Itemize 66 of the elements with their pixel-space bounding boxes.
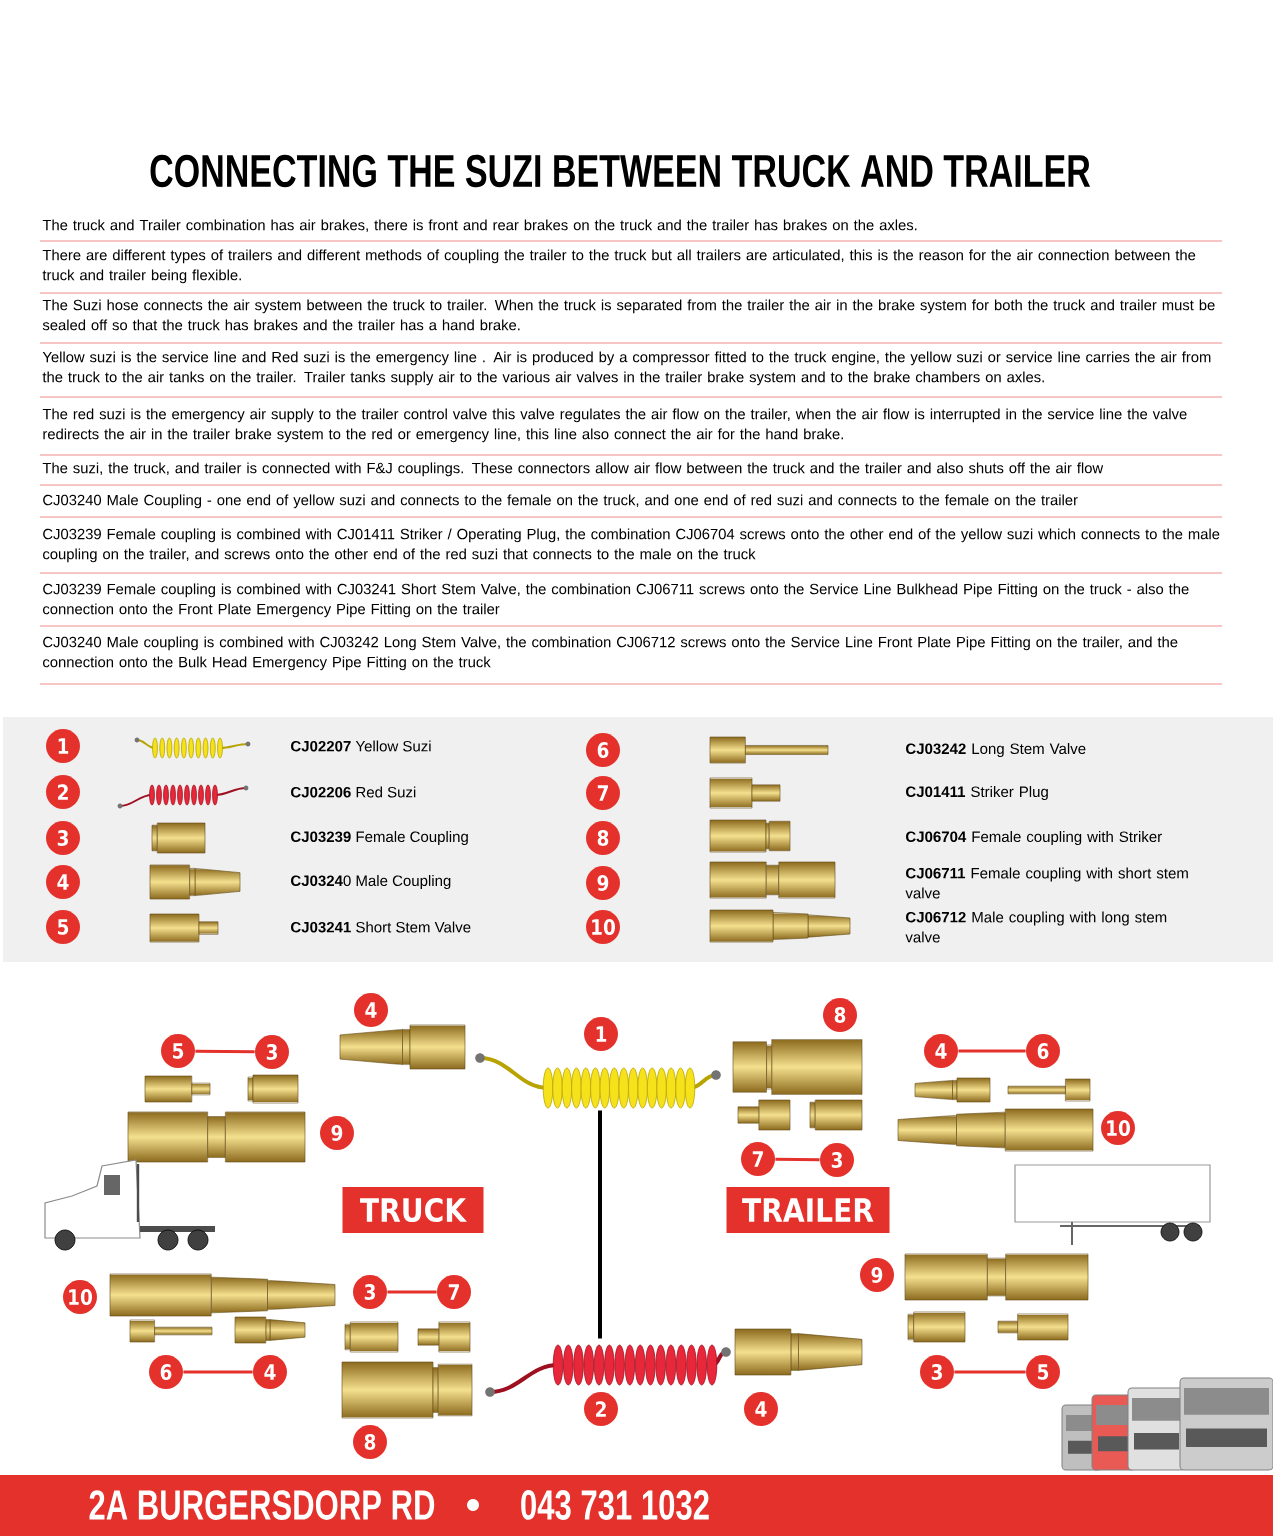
callout-number: 8 bbox=[353, 1425, 387, 1459]
connector-line bbox=[958, 1049, 1026, 1053]
paragraph: The red suzi is the emergency air supply to the trailer control valve this valve regulates the air flow on the trailer, when the air flow is interrupted in the service line the valve redirects the air in the trailer brake system to the red or emergency line, this line also connect the air for the hand brake. bbox=[42, 408, 1187, 443]
number-badge: 5 bbox=[46, 910, 80, 944]
connector-line bbox=[954, 1370, 1026, 1374]
footer-text: 043 731 1032 bbox=[521, 1490, 709, 1520]
part-description: CJ03242 Long Stem Valve bbox=[906, 743, 1086, 757]
callout-number: 7 bbox=[437, 1275, 471, 1309]
part-description: CJ06704 Female coupling with Striker bbox=[906, 831, 1162, 845]
callout-number: 1 bbox=[584, 1017, 618, 1051]
callout-number: 4 bbox=[253, 1355, 287, 1389]
connector-line bbox=[598, 1110, 602, 1339]
paragraph: Yellow suzi is the service line and Red suzi is the emergency line . Air is produced by a compressor fitted to the truck engine, the yellow suzi or service line carries the air from the truck to the air tanks on the trailer. Trailer tanks supply air to the various air valves in the trailer brake system and to the brake chambers on axles. bbox=[42, 351, 1211, 386]
callout-number: 7 bbox=[741, 1142, 775, 1176]
callout-number: 3 bbox=[920, 1355, 954, 1389]
paragraph: There are different types of trailers and different methods of coupling the trailer to the truck but all trailers are articulated, this is the reason for the air connection between the truck and trailer being flexible. bbox=[42, 249, 1196, 284]
number-badge: 7 bbox=[586, 776, 620, 810]
number-badge: 9 bbox=[586, 866, 620, 900]
connector-line bbox=[775, 1157, 820, 1162]
number-badge: 2 bbox=[46, 775, 80, 809]
paragraph: The Suzi hose connects the air system between the truck to trailer. When the truck is separated from the trailer the air in the brake system for both the truck and trailer must be sealed off so that the truck has brakes and the trailer has a hand brake. bbox=[42, 299, 1215, 331]
footer-text: 2A BURGERSDORP RD bbox=[89, 1490, 435, 1520]
part-description: CJ06711 Female coupling with short stem valve bbox=[905, 867, 1188, 899]
number-badge: 3 bbox=[46, 821, 80, 855]
callout-number: 3 bbox=[820, 1143, 854, 1177]
callout-number: 6 bbox=[1026, 1034, 1060, 1068]
part-description: CJ03241 Short Stem Valve bbox=[291, 921, 471, 933]
callout-number: 4 bbox=[354, 993, 388, 1027]
callout-number: 9 bbox=[320, 1116, 354, 1150]
paragraph: CJ03239 Female coupling is combined with CJ03241 Short Stem Valve, the combination CJ06711 screws onto the Service Line Bulkhead Pipe Fitting on the truck - also the connection onto the Front Plate Emergency Pipe Fitting on the trailer bbox=[43, 583, 1189, 618]
callout-number: 5 bbox=[161, 1034, 195, 1068]
paragraph: CJ03239 Female coupling is combined with CJ01411 Striker / Operating Plug, the combination CJ06704 screws onto the other end of the yellow suzi which connects to the male coupling on the trailer, and screws onto the other end of the red suzi that connects to the male on the truck bbox=[43, 528, 1220, 563]
paragraph: The suzi, the truck, and trailer is connected with F&J couplings. These connectors allow air flow between the truck and the trailer and also shuts off the air flow bbox=[42, 462, 1104, 477]
callout-number: 6 bbox=[149, 1355, 183, 1389]
callout-number: 10 bbox=[63, 1280, 97, 1314]
label-box: TRAILER bbox=[726, 1187, 890, 1233]
connector-line bbox=[183, 1370, 253, 1374]
part-description: CJ02206 Red Suzi bbox=[291, 786, 416, 798]
connector-line bbox=[387, 1290, 437, 1294]
connector-line bbox=[195, 1049, 255, 1054]
paragraph: CJ03240 Male coupling is combined with CJ03242 Long Stem Valve, the combination CJ06712 screws onto the Service Line Front Plate Pipe Fitting on the trailer, and the connection onto the Bulk Head Emergency Pipe Fitting on the truck bbox=[43, 636, 1178, 671]
number-badge: 4 bbox=[46, 865, 80, 899]
callout-number: 10 bbox=[1101, 1111, 1135, 1145]
title: CONNECTING THE SUZI BETWEEN TRUCK AND TRAILER bbox=[150, 154, 1091, 188]
label-box: TRUCK bbox=[342, 1187, 484, 1233]
number-badge: 8 bbox=[586, 821, 620, 855]
callout-number: 4 bbox=[744, 1392, 778, 1426]
part-description: CJ02207 Yellow Suzi bbox=[291, 740, 431, 752]
callout-number: 3 bbox=[353, 1275, 387, 1309]
coil-drawing bbox=[475, 1053, 721, 1109]
part-description: CJ06712 Male coupling with long stem valve bbox=[905, 911, 1167, 943]
part-description: CJ03239 Female Coupling bbox=[291, 831, 468, 845]
callout-number: 2 bbox=[584, 1392, 618, 1426]
paragraph: CJ03240 Male Coupling - one end of yellow suzi and connects to the female on the truck, and one end of red suzi and connects to the female on the trailer bbox=[43, 494, 1078, 509]
callout-number: 4 bbox=[924, 1034, 958, 1068]
callout-number: 3 bbox=[255, 1035, 289, 1069]
number-badge: 6 bbox=[586, 733, 620, 767]
coil-drawing bbox=[485, 1344, 731, 1397]
number-badge: 1 bbox=[46, 729, 80, 763]
paragraph: The truck and Trailer combination has air brakes, there is front and rear brakes on the truck and the trailer has brakes on the axles. bbox=[42, 219, 917, 232]
part-description: CJ01411 Striker Plug bbox=[906, 786, 1048, 800]
callout-number: 9 bbox=[860, 1258, 894, 1292]
number-badge: 10 bbox=[586, 910, 620, 944]
callout-number: 8 bbox=[823, 998, 857, 1032]
callout-number: 5 bbox=[1026, 1355, 1060, 1389]
part-description: CJ03240 Male Coupling bbox=[291, 875, 451, 889]
